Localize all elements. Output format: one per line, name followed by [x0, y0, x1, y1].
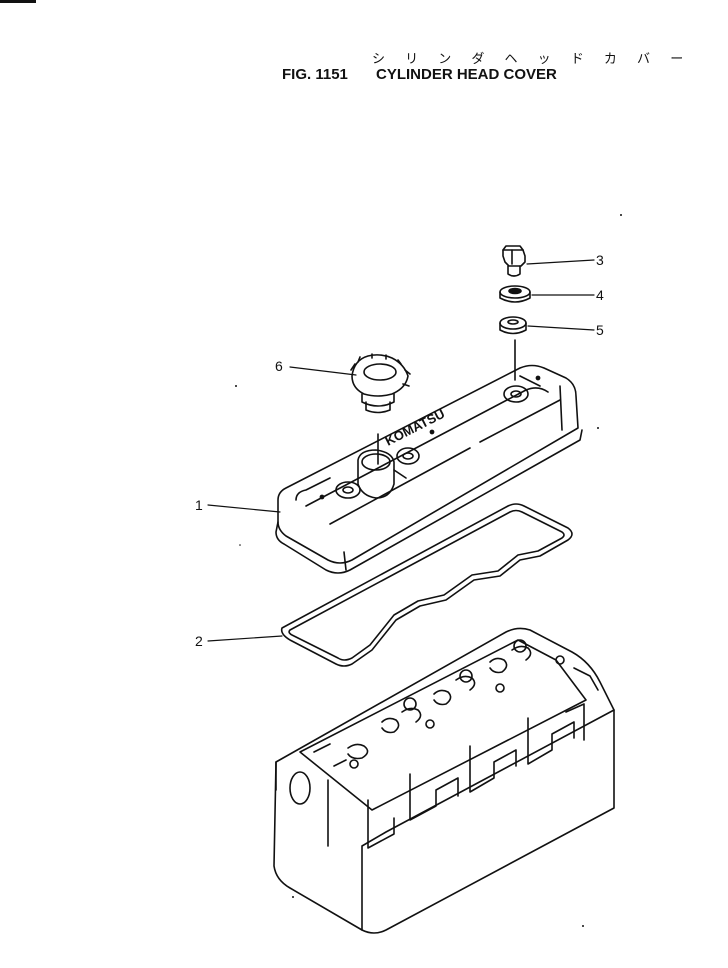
callout-6: 6 [275, 358, 283, 374]
callout-5: 5 [596, 322, 604, 338]
callout-1: 1 [195, 497, 203, 513]
scan-specks [235, 214, 622, 927]
corner-registration-mark [0, 0, 36, 3]
figure-title: CYLINDER HEAD COVER [376, 66, 557, 83]
callout-2: 2 [195, 633, 203, 649]
figure-title-japanese: シ リ ン ダ ヘ ッ ド カ バ ー [372, 52, 692, 67]
bolt-part [502, 245, 526, 277]
seal-part [499, 316, 527, 335]
oil-filler-cap-part [350, 353, 411, 414]
figure-number: FIG. 1151 [282, 66, 348, 83]
cover-emboss-text: KOMATSU [383, 406, 448, 449]
washer-part [499, 285, 531, 303]
callout-4: 4 [596, 287, 604, 303]
callout-3: 3 [596, 252, 604, 268]
cylinder-head-block [273, 627, 615, 934]
gasket-part [280, 503, 573, 667]
callout-numbers: 6 1 2 3 4 5 [195, 252, 604, 649]
cylinder-head-cover-part [275, 339, 583, 574]
leader-lines [207, 259, 595, 642]
